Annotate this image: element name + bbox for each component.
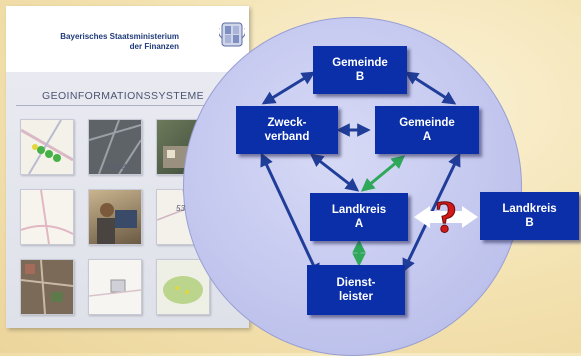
node-landkreis-b-line2: B [525,217,534,229]
node-landkreis-a-line1: Landkreis [331,204,387,216]
section-title: GEOINFORMATIONSSYSTEME [42,90,205,102]
tile-label: 53 [176,204,185,213]
coat-of-arms-icon [219,22,245,47]
node-dienstleister-line1: Dienst- [336,277,376,289]
divider [16,105,241,106]
node-gemeinde-a-line2: A [422,131,432,143]
arrow-gemeindeb-gemeindea [404,71,457,105]
node-zweckverband: Zweck-verband [236,106,338,154]
map-tile [88,119,142,175]
node-landkreis-b-line1: Landkreis [502,203,557,215]
node-zweckverband-line2: verband [264,131,310,143]
ministry-line-2: der Finanzen [129,42,179,51]
map-tile [88,259,142,315]
arrow-gemeindea-landkreisa [360,155,406,192]
node-gemeinde-b-line2: B [355,71,365,83]
node-dienstleister: Dienst-leister [307,265,405,315]
node-gemeinde-b-line1: Gemeinde [332,57,388,69]
arrow-landkreisa-landkreisb [414,206,478,228]
arrow-gemeindeb-zweckverband [261,71,316,105]
node-dienstleister-line2: leister [339,291,373,303]
map-tile [20,189,74,245]
node-zweckverband-line1: Zweck- [267,117,307,129]
map-tile [20,119,74,175]
ministry-line-1: Bayerisches Staatsministerium [60,32,179,41]
photo-tile [88,189,142,245]
node-gemeinde-a-line1: Gemeinde [399,117,455,129]
arrow-zweckverband-dienstleister [260,152,320,278]
tile-label: 546/44 [106,163,131,172]
node-landkreis-a-line2: A [354,218,364,230]
ministry-name: Bayerisches Staatsministerium der Finanz… [60,32,179,52]
arrow-zweckverband-landkreisa [309,153,360,192]
map-tile [156,259,210,315]
aerial-tile [20,259,74,315]
question-mark-icon: ? [435,191,458,242]
